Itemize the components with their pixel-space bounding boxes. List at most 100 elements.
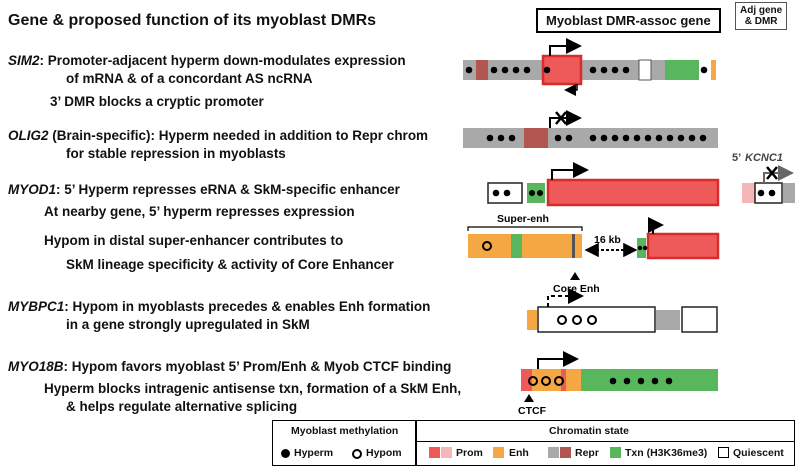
mybpc1-tss-arrow [547, 288, 584, 307]
myod1-txn [527, 183, 545, 203]
kcnc1-track: 5’ KCNC1 [732, 152, 795, 204]
myod1-track [487, 162, 720, 207]
ctcf-label: CTCF [518, 405, 547, 417]
legend-hrule [415, 441, 794, 442]
legend-repr-dark-swatch [560, 447, 571, 458]
myod1-tss-arrow [551, 162, 589, 180]
kcnc1-quiescent [754, 182, 783, 204]
legend-hyperm-label: Hyperm [294, 447, 334, 459]
myod1-line-4: SkM lineage specificity & activity of Co… [66, 257, 394, 272]
kcnc1-hyperm-dots [757, 189, 776, 197]
myo18b-line-1: MYO18B: Hypom favors myoblast 5’ Prom/En… [8, 359, 451, 374]
myod1-line-3: Hypom in distal super-enhancer contribut… [44, 233, 344, 248]
kcnc1-blocked-x [766, 166, 778, 180]
super-enh-bracket [467, 226, 583, 231]
legend-box: Myoblast methylation Hyperm Hypom Chroma… [272, 420, 795, 466]
sim2-txn [665, 60, 699, 80]
legend-chromatin-title: Chromatin state [549, 425, 629, 437]
olig2-line-2: for stable repression in myoblasts [66, 146, 286, 161]
olig2-track [463, 110, 718, 148]
mybpc1-track [527, 288, 718, 333]
olig2-line-1: OLIG2 (Brain-specific): Hyperm needed in… [8, 128, 428, 143]
super-enh-enh [468, 234, 582, 258]
kcnc1-label-prefix: 5’ [732, 152, 741, 164]
gene-name-myo18b: MYO18B [8, 359, 64, 374]
olig2-tss-arrow [549, 110, 582, 128]
olig2-repr-dark [524, 128, 548, 148]
myo18b-text-1: : Hypom favors myoblast 5’ Prom/Enh & My… [63, 359, 452, 374]
sim2-line-1: SIM2: Promoter-adjacent hyperm down-modu… [8, 53, 406, 68]
kb-label: 16 kb [594, 234, 621, 246]
myo18b-enh-1 [532, 369, 561, 391]
sim2-quiescent [638, 59, 652, 81]
super-enh-label: Super-enh [497, 213, 549, 225]
gene-header-box: Myoblast DMR-assoc gene [536, 8, 721, 33]
core-enh-marker [572, 234, 575, 258]
page-title: Gene & proposed function of its myoblast… [8, 12, 377, 29]
kcnc1-prom-light [742, 183, 755, 203]
gene-name-olig2: OLIG2 [8, 128, 49, 143]
adj-gene-header-line1: Adj gene [740, 5, 783, 16]
myod1-zoom-tss-arrow [648, 217, 664, 234]
mybpc1-line-1: MYBPC1: Hypom in myoblasts precedes & en… [8, 299, 430, 314]
legend-repr-gray-swatch [548, 447, 559, 458]
mybpc1-hypom-rings [557, 315, 597, 325]
sim2-enh [711, 60, 716, 80]
legend-enh-swatch [493, 447, 504, 458]
sim2-line-3: 3’ DMR blocks a cryptic promoter [50, 94, 264, 109]
myod1-super-enhancer: Super-enh Core Enh 16 kb [467, 213, 720, 295]
sim2-repr-dark [476, 60, 488, 80]
legend-hypom-label: Hypom [366, 447, 402, 459]
myo18b-enh-2 [566, 369, 581, 391]
super-enh-hypom-ring [482, 241, 492, 251]
legend-txn-label: Txn (H3K36me3) [625, 447, 708, 459]
mybpc1-enh [527, 310, 537, 330]
legend-quiescent-label: Quiescent [733, 447, 784, 459]
myo18b-line-2: Hyperm blocks intragenic antisense txn, … [44, 381, 462, 396]
adj-gene-header-line2: & DMR [744, 16, 778, 27]
sim2-tss-arrow [549, 38, 582, 56]
gene-name-mybpc1: MYBPC1 [8, 299, 65, 314]
ctcf-arrowhead [524, 394, 534, 402]
legend-divider [415, 421, 417, 465]
kcnc1-repr [783, 183, 795, 203]
sim2-line-2: of mRNA & of a concordant AS ncRNA [66, 71, 313, 86]
myod1-line-1: MYOD1: 5’ Hyperm represses eRNA & SkM-sp… [8, 182, 400, 197]
mybpc1-repr [656, 310, 680, 330]
legend-hyperm-dot [281, 449, 290, 458]
myod1-zoom-dots [637, 245, 648, 251]
sim2-hyperm-dots [465, 66, 708, 74]
legend-enh-label: Enh [509, 447, 529, 459]
sim2-antisense-arrow [564, 84, 578, 96]
myo18b-tss-arrow [537, 351, 579, 369]
adj-gene-header-box: Adj gene & DMR [735, 2, 788, 30]
core-enh-arrowhead [570, 272, 580, 280]
legend-hypom-ring [352, 449, 362, 459]
olig2-blocked-x [555, 111, 567, 125]
kcnc1-label: KCNC1 [745, 152, 783, 164]
myo18b-hypom-rings [528, 376, 564, 386]
super-enh-txn [511, 234, 522, 258]
core-enh-label: Core Enh [553, 283, 600, 295]
myod1-zoom-promoter [646, 232, 720, 260]
legend-prom-dark-swatch [429, 447, 440, 458]
sim2-track [463, 38, 716, 96]
myod1-promoter-gene [546, 178, 720, 207]
myo18b-hyperm-dots [609, 377, 673, 385]
legend-methylation-title: Myoblast methylation [291, 425, 399, 437]
sim2-text-1: : Promoter-adjacent hyperm down-modulate… [39, 53, 406, 68]
myod1-hyperm-dots [492, 189, 543, 197]
gene-name-myod1: MYOD1 [8, 182, 57, 197]
myo18b-line-3: & helps regulate alternative splicing [66, 399, 298, 414]
olig2-hyperm-dots [486, 134, 707, 142]
legend-repr-label: Repr [575, 447, 599, 459]
kcnc1-tss-arrow [763, 165, 794, 183]
mybpc1-line-2: in a gene strongly upregulated in SkM [66, 317, 310, 332]
myo18b-track: CTCF [518, 351, 718, 417]
legend-txn-swatch [610, 447, 621, 458]
myod1-text-1: : 5’ Hyperm represses eRNA & SkM-specifi… [56, 182, 400, 197]
gene-name-sim2: SIM2 [8, 53, 40, 68]
legend-prom-light-swatch [441, 447, 452, 458]
mybpc1-text-1: : Hypom in myoblasts precedes & enables … [64, 299, 431, 314]
